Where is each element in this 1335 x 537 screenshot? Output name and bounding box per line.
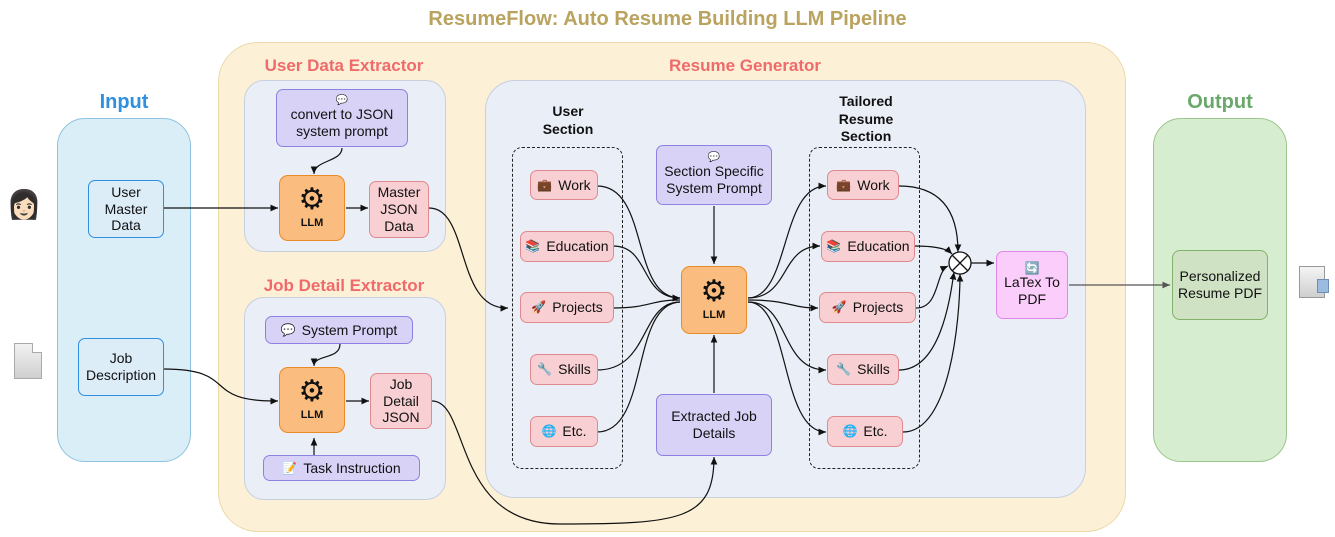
user-master-data-node: User Master Data: [88, 180, 164, 238]
convert-json-prompt-node: 💬 convert to JSON system prompt: [276, 89, 408, 147]
tailored-section-education-label: Education: [847, 238, 910, 255]
output-heading: Output: [1187, 91, 1253, 113]
user-section-skills: 🔧 Skills: [530, 354, 598, 385]
user-section-projects-label: Projects: [552, 299, 603, 316]
globe-icon: 🌐: [842, 424, 858, 439]
user-section-education-label: Education: [546, 238, 609, 255]
globe-icon: 🌐: [541, 424, 557, 439]
rocket-icon: 🚀: [831, 300, 847, 315]
system-prompt-label: System Prompt: [301, 321, 398, 338]
user-section-work: 💼 Work: [530, 170, 598, 200]
task-instruction-node: 📝 Task Instruction: [263, 455, 420, 481]
openai-logo-icon: ⚙: [700, 275, 728, 309]
tailored-section-skills: 🔧 Skills: [827, 354, 899, 385]
tailored-section-heading: Tailored Resume Section: [838, 93, 894, 144]
speech-bubble-icon: 💬: [280, 322, 296, 337]
tailored-section-projects-label: Projects: [852, 299, 904, 316]
speech-bubble-icon: 💬: [335, 95, 349, 107]
personalized-resume-node: Personalized Resume PDF: [1172, 250, 1268, 320]
tailored-section-work-label: Work: [857, 176, 890, 193]
master-json-data-node: Master JSON Data: [369, 181, 429, 238]
user-llm-node: ⚙ LLM: [279, 175, 345, 241]
rocket-icon: 🚀: [531, 300, 547, 315]
books-icon: 📚: [826, 239, 842, 254]
section-specific-prompt-node: 💬 Section Specific System Prompt: [656, 145, 772, 205]
briefcase-icon: 💼: [537, 177, 553, 192]
section-specific-prompt-label: Section Specific System Prompt: [664, 163, 764, 196]
memo-icon: 📝: [282, 460, 298, 475]
input-heading: Input: [99, 91, 149, 113]
merge-symbol: [948, 251, 972, 275]
generator-llm-node: ⚙ LLM: [681, 266, 747, 334]
user-avatar-icon: 👩🏻: [6, 188, 42, 220]
user-section-etc-label: Etc.: [562, 423, 587, 440]
job-detail-json-node: Job Detail JSON: [370, 373, 432, 429]
diagram-title: ResumeFlow: Auto Resume Building LLM Pip…: [428, 8, 907, 30]
job-llm-label: LLM: [300, 409, 324, 422]
user-section-work-label: Work: [558, 176, 591, 193]
user-section-etc: 🌐 Etc.: [530, 416, 598, 447]
user-section-education: 📚 Education: [520, 231, 614, 262]
tailored-section-education: 📚 Education: [821, 231, 915, 262]
openai-logo-icon: ⚙: [298, 375, 326, 409]
pdf-document-icon: [1299, 266, 1329, 298]
tailored-section-etc: 🌐 Etc.: [827, 416, 903, 447]
convert-json-prompt-label: convert to JSON system prompt: [290, 106, 394, 139]
user-data-extractor-heading: User Data Extractor: [264, 56, 424, 75]
tailored-section-work: 💼 Work: [827, 170, 899, 200]
user-section-heading: User Section: [542, 103, 594, 137]
briefcase-icon: 💼: [836, 177, 852, 192]
generator-llm-label: LLM: [702, 309, 726, 322]
refresh-icon: 🔄: [1024, 261, 1040, 276]
latex-to-pdf-label: LaTex To PDF: [1004, 274, 1060, 307]
books-icon: 📚: [525, 239, 541, 254]
tailored-section-etc-label: Etc.: [863, 423, 888, 440]
openai-logo-icon: ⚙: [298, 183, 326, 217]
latex-to-pdf-node: 🔄 LaTex To PDF: [996, 251, 1068, 319]
resume-generator-heading: Resume Generator: [668, 56, 822, 75]
extracted-job-details-node: Extracted Job Details: [656, 394, 772, 456]
document-icon: [14, 343, 42, 379]
user-section-skills-label: Skills: [558, 361, 591, 378]
user-llm-label: LLM: [300, 217, 324, 230]
task-instruction-label: Task Instruction: [303, 459, 401, 476]
wrench-icon: 🔧: [537, 362, 553, 377]
system-prompt-node: 💬 System Prompt: [265, 316, 413, 344]
input-panel: [57, 118, 191, 462]
job-llm-node: ⚙ LLM: [279, 367, 345, 433]
speech-bubble-icon: 💬: [707, 152, 721, 164]
job-description-node: Job Description: [78, 338, 164, 396]
job-detail-extractor-heading: Job Detail Extractor: [263, 276, 425, 295]
wrench-icon: 🔧: [836, 362, 852, 377]
tailored-section-projects: 🚀 Projects: [819, 292, 916, 323]
tailored-section-skills-label: Skills: [857, 361, 890, 378]
user-section-projects: 🚀 Projects: [520, 292, 614, 323]
